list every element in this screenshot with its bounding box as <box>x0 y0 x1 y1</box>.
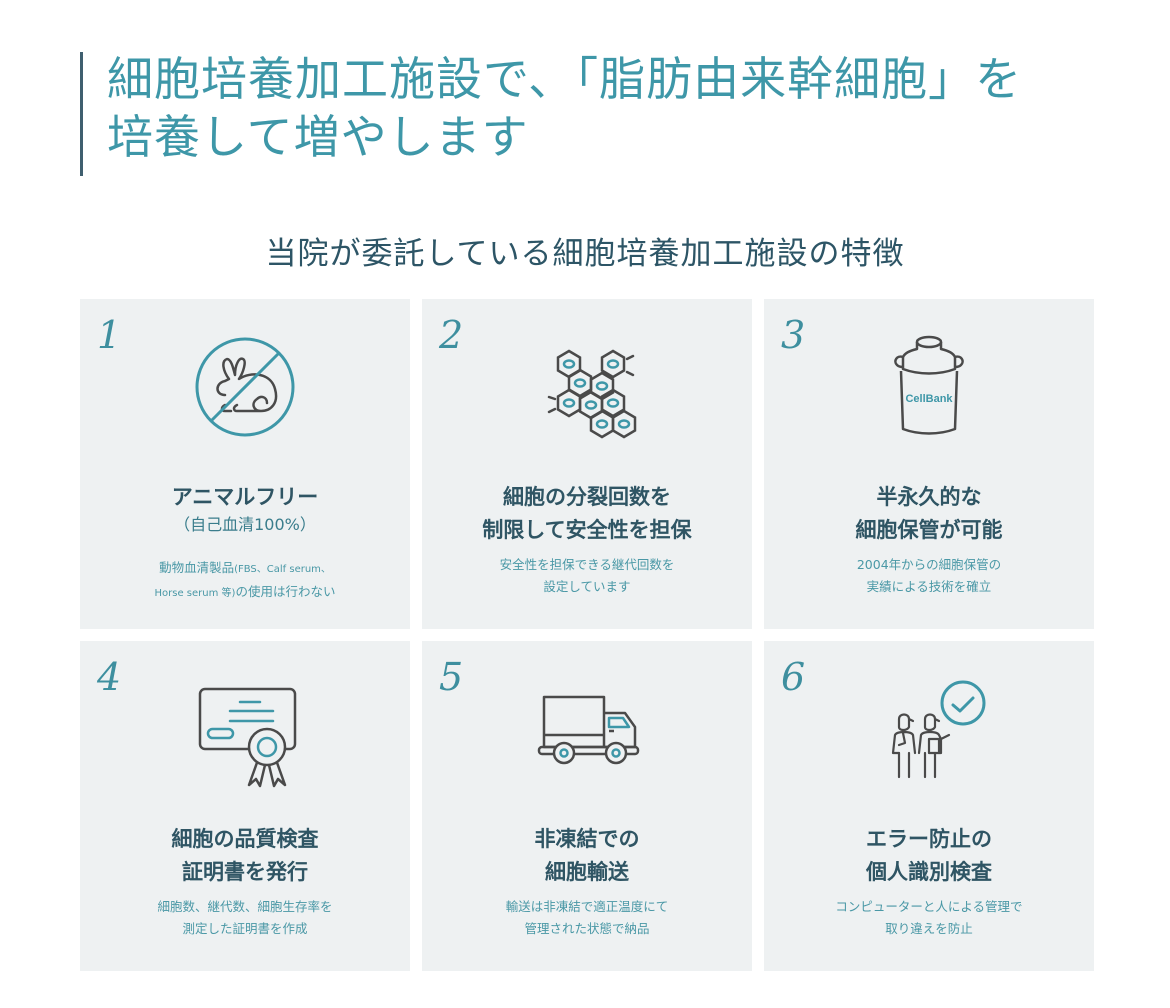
feature-card-1: 1 アニマルフリー （自己血清100%） 動物血清製品(FBS、Calf ser… <box>80 299 410 629</box>
desc-line: 取り違えを防止 <box>885 921 973 936</box>
title-line-1: 細胞培養加工施設で、「脂肪由来幹細胞」を <box>107 52 1023 106</box>
card-description: 動物血清製品(FBS、Calf serum、 Horse serum 等)の使用… <box>80 557 410 605</box>
heading-line: 個人識別検査 <box>866 860 992 884</box>
section-subtitle: 当院が委託している細胞培養加工施設の特徴 <box>265 236 905 272</box>
feature-card-2: 2 細胞の分裂回数を 制限して安全性を担保 安全性を担保できる継代回数を 設定し… <box>422 299 752 629</box>
card-heading: エラー防止の 個人識別検査 <box>764 823 1094 889</box>
heading-line: 証明書を発行 <box>182 860 308 884</box>
desc-line: 細胞数、継代数、細胞生存率を <box>157 899 333 914</box>
page-title: 細胞培養加工施設で、「脂肪由来幹細胞」を 培養して増やします <box>80 52 1022 176</box>
heading-line: 半永久的な <box>876 485 982 509</box>
cellbank-tank-icon: CellBank <box>894 335 964 435</box>
heading-line: 細胞の品質検査 <box>171 827 319 851</box>
desc-line: 2004年からの細胞保管の <box>856 557 1002 572</box>
card-number: 5 <box>439 655 464 699</box>
features-grid: 1 アニマルフリー （自己血清100%） 動物血清製品(FBS、Calf ser… <box>80 299 1095 971</box>
card-number: 2 <box>439 313 464 357</box>
desc-text: 動物血清製品 <box>159 560 235 575</box>
desc-line: 安全性を担保できる継代回数を <box>499 557 675 572</box>
no-animal-rabbit-icon <box>195 337 295 437</box>
feature-card-4: 4 細胞の品質検査 証明書を発行 細胞数、継代数、細胞生存率を 測定した証明書を… <box>80 641 410 971</box>
heading-line: エラー防止の <box>866 827 992 851</box>
heading-line: 非凍結での <box>534 827 640 851</box>
svg-text:CellBank: CellBank <box>905 393 953 405</box>
truck-icon <box>537 695 640 765</box>
desc-text-small: (FBS、Calf serum、 <box>234 564 331 575</box>
card-heading: 細胞の品質検査 証明書を発行 <box>80 823 410 889</box>
card-number: 3 <box>781 313 806 357</box>
certificate-icon <box>198 687 297 788</box>
card-description: 細胞数、継代数、細胞生存率を 測定した証明書を作成 <box>80 896 410 940</box>
desc-line: 設定しています <box>543 579 631 594</box>
card-heading: 細胞の分裂回数を 制限して安全性を担保 <box>422 481 752 547</box>
desc-line: 実績による技術を確立 <box>866 579 992 594</box>
card-heading: 非凍結での 細胞輸送 <box>422 823 752 889</box>
feature-card-6: 6 エラー防止の 個人識別検査 コンピューターと人による管理で 取り違えを防止 <box>764 641 1094 971</box>
card-description: 輸送は非凍結で適正温度にて 管理された状態で納品 <box>422 896 752 940</box>
card-heading-sub: （自己血清100%） <box>174 515 316 534</box>
card-description: 2004年からの細胞保管の 実績による技術を確立 <box>764 554 1094 598</box>
desc-line: 測定した証明書を作成 <box>182 921 308 936</box>
feature-card-5: 5 非凍結での 細胞輸送 輸送は非凍結で適正温度にて 管理された状態で納品 <box>422 641 752 971</box>
title-line-2: 培養して増やします <box>107 110 529 164</box>
desc-line: 管理された状態で納品 <box>524 921 650 936</box>
card-heading: 半永久的な 細胞保管が可能 <box>764 481 1094 547</box>
desc-line: コンピューターと人による管理で <box>835 899 1023 914</box>
desc-text-small: Horse serum 等) <box>154 588 236 599</box>
heading-line: 細胞輸送 <box>545 860 629 884</box>
heading-line: 細胞保管が可能 <box>855 518 1003 542</box>
desc-line: 輸送は非凍結で適正温度にて <box>505 899 669 914</box>
card-number: 1 <box>97 313 122 357</box>
feature-card-3: 3 CellBank 半永久的な 細胞保管が可能 2004年からの細胞保管の 実… <box>764 299 1094 629</box>
card-description: コンピューターと人による管理で 取り違えを防止 <box>764 896 1094 940</box>
cell-hexagon-icon <box>547 349 637 439</box>
people-check-icon <box>891 680 986 779</box>
card-number: 6 <box>781 655 806 699</box>
heading-line: 制限して安全性を担保 <box>482 518 692 542</box>
card-description: 安全性を担保できる継代回数を 設定しています <box>422 554 752 598</box>
card-heading: アニマルフリー <box>171 485 319 509</box>
desc-text: の使用は行わない <box>235 584 336 599</box>
heading-line: 細胞の分裂回数を <box>503 485 671 509</box>
card-number: 4 <box>97 655 122 699</box>
